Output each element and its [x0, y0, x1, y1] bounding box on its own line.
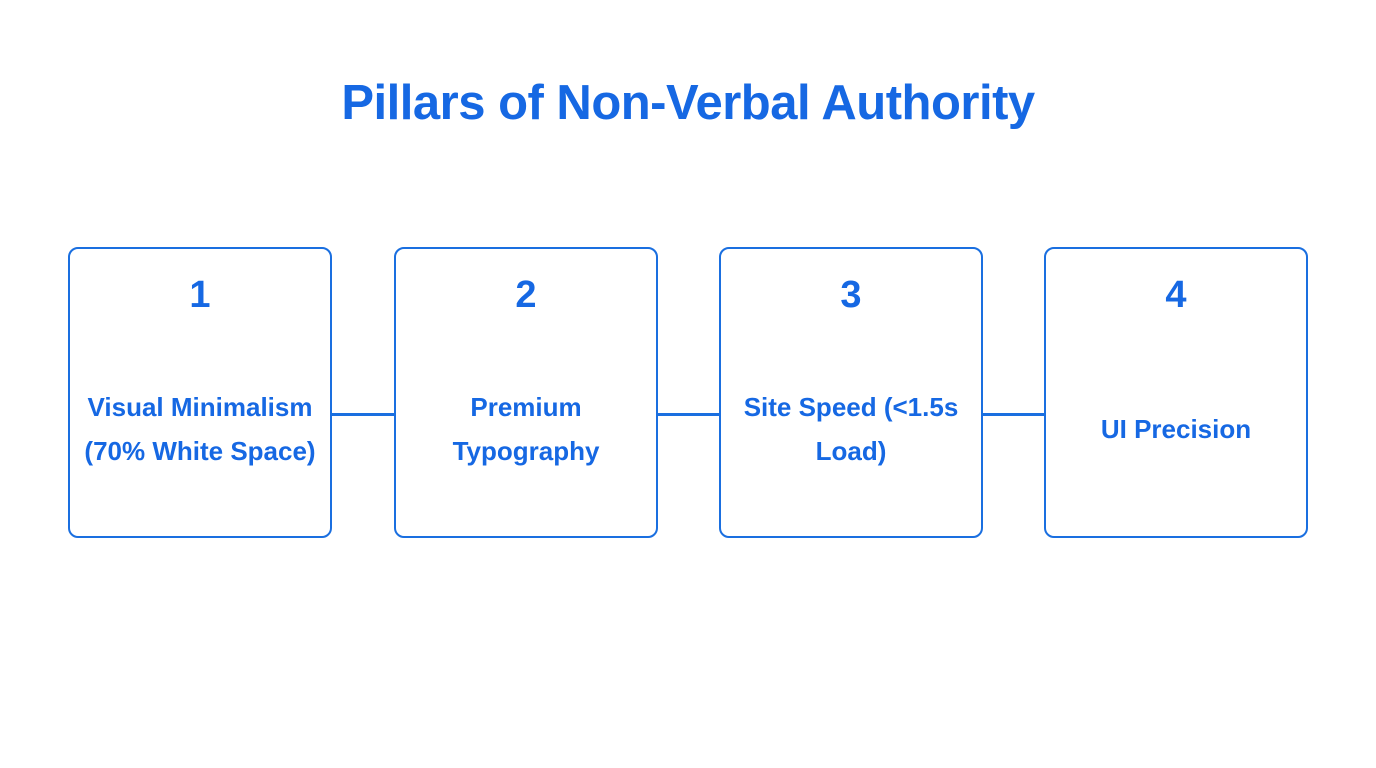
pillar-label: UI Precision — [1100, 414, 1252, 444]
pillar-card-3[interactable]: 3 Site Speed (<1.5s Load) — [719, 247, 983, 538]
flow-connector-2-3 — [658, 413, 719, 416]
pillar-label-wrap: Premium Typography — [404, 341, 648, 517]
pillar-card-4[interactable]: 4 UI Precision — [1044, 247, 1308, 538]
pillar-label: Site Speed (<1.5s Load) — [743, 392, 959, 466]
pillar-label: Visual Minimalism (70% White Space) — [84, 392, 316, 466]
page-title: Pillars of Non-Verbal Authority — [341, 76, 1035, 130]
pillar-label-wrap: Site Speed (<1.5s Load) — [729, 341, 973, 517]
pillar-label-wrap: UI Precision — [1054, 341, 1298, 517]
pillars-flow-diagram: 1 Visual Minimalism (70% White Space) 2 … — [68, 247, 1308, 538]
pillar-number: 4 — [1165, 274, 1187, 316]
pillar-card-2[interactable]: 2 Premium Typography — [394, 247, 658, 538]
pillar-number: 2 — [515, 274, 537, 316]
flow-connector-1-2 — [332, 413, 394, 416]
pillar-number: 3 — [840, 274, 862, 316]
flow-connector-3-4 — [983, 413, 1044, 416]
pillar-label-wrap: Visual Minimalism (70% White Space) — [78, 341, 322, 517]
pillar-label: Premium Typography — [452, 392, 600, 466]
pillar-card-1[interactable]: 1 Visual Minimalism (70% White Space) — [68, 247, 332, 538]
pillar-number: 1 — [189, 274, 211, 316]
